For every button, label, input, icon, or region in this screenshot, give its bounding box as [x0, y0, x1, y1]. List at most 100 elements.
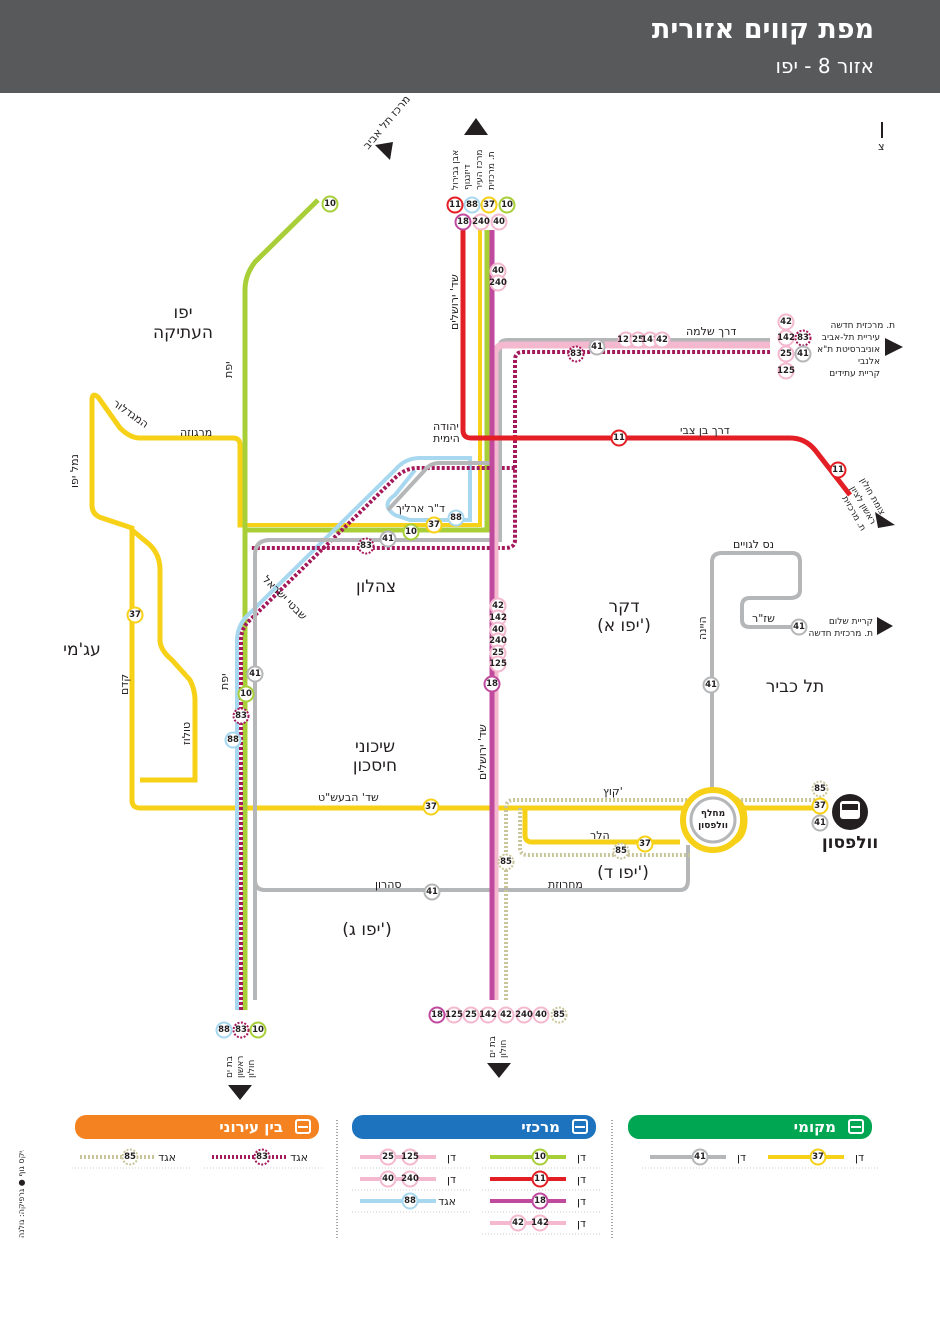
area-jaffa-c: (יפו ג'): [342, 920, 391, 940]
badge-18: 18: [483, 675, 501, 693]
badge-10: 10: [402, 523, 420, 541]
svg-text:אגד: אגד: [290, 1151, 308, 1164]
badge-18: 18: [454, 213, 472, 231]
route-11-line: [460, 230, 852, 497]
interchange-label-2: וולפסון: [698, 821, 728, 831]
badge-240: 240: [489, 274, 507, 292]
badge-142: 142: [777, 329, 795, 347]
badge-83: 83: [357, 537, 375, 555]
badge-85: 85: [497, 853, 515, 871]
svg-text:קריית עתידים: קריית עתידים: [829, 369, 880, 379]
street-shazar: שז"ר: [752, 612, 775, 625]
street-shlomo: דרך שלמה: [686, 325, 736, 338]
badge-41: 41: [588, 338, 606, 356]
area-tzahalon: צהלון: [356, 577, 396, 597]
svg-text:18: 18: [534, 1196, 546, 1206]
svg-text:25: 25: [632, 335, 644, 345]
svg-text:עיריית תל-אביב: עיריית תל-אביב: [822, 333, 880, 343]
legend-badge-11: 11: [531, 1170, 549, 1188]
svg-text:142: 142: [641, 335, 659, 345]
svg-text:41: 41: [705, 680, 717, 690]
legend-badge-40: 40: [379, 1170, 397, 1188]
route-pink-shlomo: [491, 341, 770, 1000]
badge-37: 37: [636, 835, 654, 853]
svg-text:88: 88: [404, 1196, 416, 1206]
badge-37: 37: [422, 798, 440, 816]
svg-text:ת. מרכזית: ת. מרכזית: [487, 151, 497, 190]
svg-text:41: 41: [797, 349, 809, 359]
svg-text:11: 11: [449, 200, 461, 210]
svg-text:42: 42: [780, 317, 792, 327]
svg-text:37: 37: [129, 610, 141, 620]
arrow-south-mid-icon: [487, 1063, 511, 1078]
badge-25: 25: [629, 331, 647, 349]
svg-text:88: 88: [466, 200, 478, 210]
badge-85: 85: [811, 780, 829, 798]
area-dakar-2: (יפו א'): [597, 616, 651, 636]
street-yehuda-2: הימית: [433, 432, 460, 445]
map-title: מפת קווים אזורית: [651, 14, 874, 45]
legend-central-title: מרכזי: [352, 1115, 596, 1139]
svg-text:240: 240: [489, 278, 507, 288]
legend-badge-88: 88: [401, 1192, 419, 1210]
route-83-east: [513, 350, 770, 468]
area-dakar-1: דקר: [609, 597, 640, 617]
badge-240: 240: [515, 1006, 533, 1024]
wolfson-inner-ring: [689, 796, 737, 844]
svg-text:10: 10: [252, 1025, 264, 1035]
route-10-line: [242, 198, 490, 1010]
dest-south-left: בת ים ראשון חולון: [225, 1056, 257, 1078]
badge-85: 85: [612, 842, 630, 860]
svg-text:85: 85: [500, 857, 512, 867]
badge-41: 41: [811, 814, 829, 832]
svg-text:דן: דן: [447, 1151, 456, 1164]
badge-41: 41: [423, 883, 441, 901]
svg-text:41: 41: [426, 887, 438, 897]
street-heyne: היינה: [696, 616, 709, 640]
svg-text:25: 25: [465, 1010, 477, 1020]
svg-text:142: 142: [777, 333, 795, 343]
legend-intercity-title: בין עירוני: [75, 1115, 319, 1139]
svg-text:37: 37: [639, 839, 651, 849]
svg-text:חולון: חולון: [247, 1060, 257, 1078]
credit-text: איקס גוף ● גרפיקה: גולנה: [17, 1150, 26, 1238]
svg-text:42: 42: [492, 601, 504, 611]
north-arrow-icon: צ: [878, 122, 885, 153]
svg-text:83: 83: [570, 349, 582, 359]
svg-text:37: 37: [425, 802, 437, 812]
svg-text:אוניברסיטת ת"א: אוניברסיטת ת"א: [817, 345, 880, 355]
route-88-line: [235, 456, 472, 1010]
arrow-southeast-icon: [875, 512, 895, 528]
legend-badge-37: 37: [809, 1148, 827, 1166]
area-shikunei-1: שיכוני: [355, 737, 395, 757]
svg-text:18: 18: [486, 679, 498, 689]
svg-text:דן: דן: [737, 1151, 746, 1164]
bus-icon: [572, 1119, 588, 1134]
badge-41: 41: [702, 676, 720, 694]
street-haler: הלר: [590, 829, 610, 842]
map-subtitle: אזור 8 - יפו: [775, 54, 874, 78]
badge-40: 40: [532, 1006, 550, 1024]
badge-37: 37: [811, 797, 829, 815]
svg-text:10: 10: [534, 1152, 546, 1162]
svg-text:11: 11: [534, 1174, 546, 1184]
badge-142: 142: [479, 1006, 497, 1024]
street-yehuda-1: יהודה: [433, 420, 459, 433]
area-jaffa-d: (יפו ד'): [597, 863, 649, 883]
svg-text:37: 37: [814, 801, 826, 811]
route-37-north: [245, 230, 482, 527]
svg-text:11: 11: [832, 465, 844, 475]
badge-18: 18: [428, 1006, 446, 1024]
svg-text:דן: דן: [577, 1151, 586, 1164]
svg-text:125: 125: [401, 1152, 419, 1162]
area-ajami: עג'מי: [63, 640, 101, 660]
badge-88: 88: [224, 731, 242, 749]
svg-text:10: 10: [240, 689, 252, 699]
